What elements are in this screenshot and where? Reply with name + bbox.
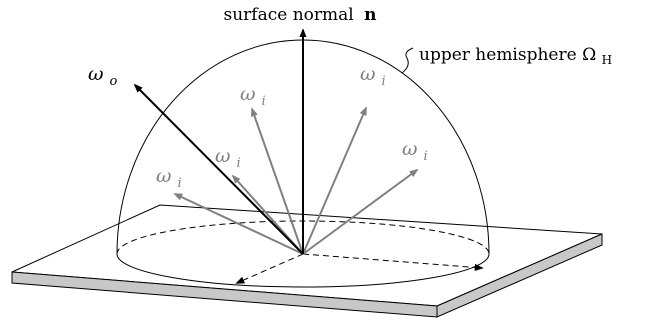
- outgoing-subscript: o: [110, 74, 118, 89]
- hemisphere-base-front: [116, 253, 490, 288]
- incoming-subscript: i: [262, 94, 266, 109]
- surface-top-face: [11, 204, 603, 307]
- incoming-directions: [173, 106, 419, 255]
- incoming-direction-label: ω i: [402, 138, 428, 164]
- incoming-subscript: i: [424, 149, 428, 164]
- incoming-direction-label: ω i: [240, 83, 266, 109]
- incoming-subscript: i: [237, 156, 241, 171]
- incoming-direction-label: ω i: [215, 145, 241, 171]
- surface-side-right: [436, 233, 603, 318]
- hemisphere-label-leader: [401, 47, 414, 74]
- hemisphere-label-text: upper hemisphere Ω: [419, 45, 596, 65]
- outgoing-arrow: [133, 83, 304, 255]
- surface-normal-symbol: n: [364, 5, 376, 25]
- incoming-symbol: ω: [402, 138, 418, 160]
- incoming-direction-labels: ω i ω i ω i ω i ω i: [156, 63, 428, 191]
- outgoing-direction-label: ω o: [88, 63, 118, 89]
- incoming-arrow: [302, 106, 367, 255]
- surface-normal-label: surface normal n: [224, 5, 377, 25]
- incoming-symbol: ω: [360, 63, 376, 85]
- incoming-subscript: i: [178, 176, 182, 191]
- incoming-direction-label: ω i: [156, 165, 182, 191]
- incoming-symbol: ω: [215, 145, 231, 167]
- outgoing-symbol: ω: [88, 63, 104, 85]
- incoming-direction-label: ω i: [360, 63, 386, 89]
- incoming-symbol: ω: [240, 83, 256, 105]
- surface-normal-text: surface normal: [224, 5, 354, 25]
- incoming-arrow: [250, 107, 304, 255]
- incoming-arrow: [173, 193, 304, 255]
- incoming-subscript: i: [382, 74, 386, 89]
- incoming-arrow: [302, 168, 419, 255]
- hemisphere-label: upper hemisphere Ω H: [419, 45, 612, 67]
- surface-plane: [11, 204, 603, 318]
- hemisphere-label-subscript: H: [602, 53, 612, 67]
- tangent-axis-front: [235, 253, 304, 284]
- incoming-symbol: ω: [156, 165, 172, 187]
- tangent-axes: [235, 253, 484, 284]
